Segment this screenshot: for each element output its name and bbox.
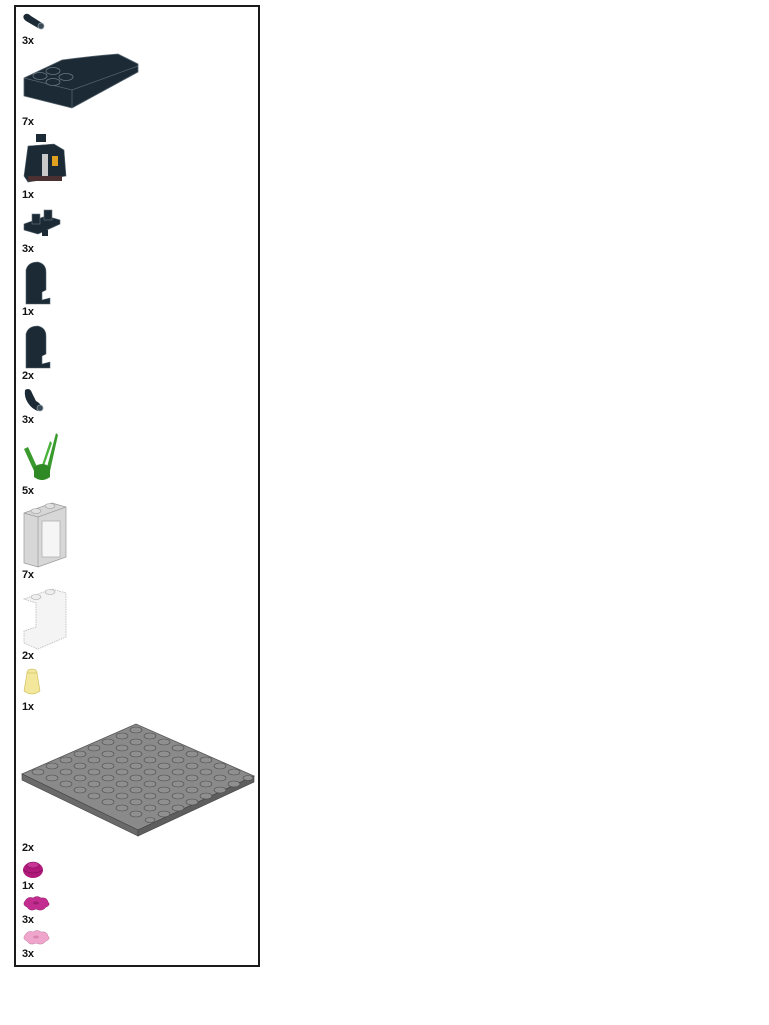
part-arm-dark-icon [22, 12, 48, 32]
part-qty: 2x [22, 370, 34, 382]
part-qty: 3x [22, 243, 34, 255]
part-qty: 5x [22, 485, 34, 497]
parts-list-panel: 3x 7x 1x 3x [14, 5, 260, 967]
part-qty: 7x [22, 569, 34, 581]
part-minifig-leg-a-icon [22, 260, 52, 306]
part-plate-8x8-icon [20, 718, 256, 844]
part-qty: 1x [22, 880, 34, 892]
part-minifig-torso-icon [22, 132, 68, 188]
part-arm-dark-2-icon [22, 387, 46, 413]
part-qty: 2x [22, 842, 34, 854]
part-qty: 1x [22, 306, 34, 318]
part-window-frame-icon [22, 501, 68, 569]
part-qty: 3x [22, 414, 34, 426]
part-minifig-hips-icon [22, 208, 62, 238]
part-panel-transparent-icon [22, 585, 68, 651]
part-cone-trans-yellow-icon [22, 667, 44, 697]
part-qty: 2x [22, 650, 34, 662]
part-qty: 3x [22, 35, 34, 47]
part-qty: 3x [22, 914, 34, 926]
part-curved-slope-icon [22, 52, 142, 120]
part-minifig-leg-b-icon [22, 324, 52, 370]
part-qty: 3x [22, 948, 34, 960]
part-qty: 7x [22, 116, 34, 128]
part-qty: 1x [22, 701, 34, 713]
part-flower-magenta-icon [22, 895, 52, 913]
part-plant-stem-icon [22, 431, 62, 483]
part-round-plate-magenta-icon [22, 858, 46, 880]
part-flower-pink-icon [22, 929, 52, 947]
part-qty: 1x [22, 189, 34, 201]
